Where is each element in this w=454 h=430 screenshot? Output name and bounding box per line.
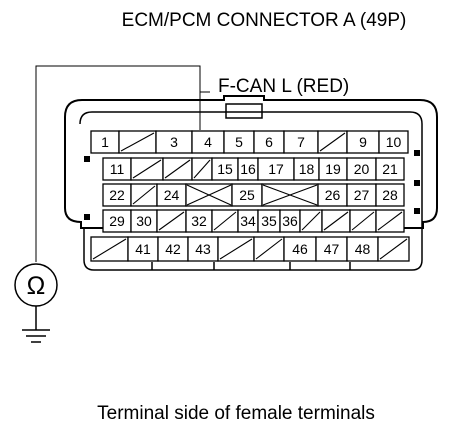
terminal-label: 3 [170, 134, 178, 150]
terminal-36: 36 [279, 209, 301, 233]
cross-line [262, 184, 318, 206]
terminal-25: 25 [231, 183, 263, 207]
terminal-label: 42 [165, 241, 181, 257]
terminal-label: 36 [282, 213, 298, 229]
terminal-46: 46 [283, 236, 317, 262]
probe-wire [35, 65, 210, 262]
terminal-3: 3 [155, 130, 193, 154]
terminal-11: 11 [102, 157, 132, 181]
terminal-30: 30 [130, 209, 158, 233]
terminal-label: 26 [325, 187, 341, 203]
terminal-17: 17 [257, 157, 295, 181]
terminal-15: 15 [211, 157, 239, 181]
terminal-6: 6 [253, 130, 285, 154]
terminal-empty [90, 236, 129, 262]
terminal-empty [253, 236, 285, 262]
terminal-label: 9 [359, 134, 367, 150]
terminal-label: 24 [164, 187, 180, 203]
terminal-empty [349, 209, 377, 233]
terminal-empty [377, 236, 410, 262]
terminal-27: 27 [346, 183, 377, 207]
terminal-label: 6 [265, 134, 273, 150]
terminal-label: 7 [297, 134, 305, 150]
terminal-20: 20 [346, 157, 377, 181]
terminal-label: 21 [382, 161, 398, 177]
terminal-7: 7 [283, 130, 319, 154]
terminal-26: 26 [317, 183, 348, 207]
terminal-label: 19 [325, 161, 341, 177]
diagram-title: ECM/PCM CONNECTOR A (49P) [122, 10, 407, 31]
terminal-label: 16 [240, 161, 256, 177]
terminal-42: 42 [157, 236, 189, 262]
terminal-empty [162, 157, 193, 181]
terminal-label: 22 [109, 187, 125, 203]
terminal-label: 4 [204, 134, 212, 150]
terminal-35: 35 [257, 209, 281, 233]
terminal-29: 29 [102, 209, 132, 233]
terminal-empty [130, 157, 164, 181]
caption: Terminal side of female terminals [97, 403, 375, 424]
terminal-label: 41 [135, 241, 151, 257]
connector-housing [64, 95, 438, 271]
terminal-label: 30 [136, 213, 152, 229]
terminal-label: 20 [354, 161, 370, 177]
terminal-empty [375, 209, 405, 233]
ground-icon [22, 306, 50, 343]
pin-label: F-CAN L (RED) [218, 76, 349, 97]
side-keys [84, 150, 420, 220]
terminal-label: 11 [110, 161, 125, 177]
ohmmeter-icon: Ω [14, 263, 58, 307]
terminal-32: 32 [185, 209, 213, 233]
terminal-28: 28 [375, 183, 405, 207]
terminal-empty [191, 157, 213, 181]
terminal-16: 16 [237, 157, 259, 181]
terminal-label: 5 [235, 134, 243, 150]
terminal-label: 48 [355, 241, 371, 257]
terminal-empty [217, 236, 255, 262]
terminal-empty [156, 209, 187, 233]
terminal-9: 9 [346, 130, 380, 154]
terminal-empty [118, 130, 157, 154]
terminal-label: 29 [109, 213, 125, 229]
terminal-label: 25 [239, 187, 255, 203]
terminal-empty [299, 209, 323, 233]
terminal-label: 43 [195, 241, 211, 257]
terminal-label: 1 [101, 134, 109, 150]
terminal-41: 41 [127, 236, 159, 262]
terminal-4: 4 [191, 130, 225, 154]
terminal-21: 21 [375, 157, 405, 181]
terminal-5: 5 [223, 130, 255, 154]
cross-line [186, 184, 232, 206]
terminal-24: 24 [156, 183, 187, 207]
terminal-43: 43 [187, 236, 219, 262]
terminal-label: 47 [324, 241, 340, 257]
terminal-label: 17 [268, 161, 284, 177]
terminal-10: 10 [378, 130, 409, 154]
terminal-label: 46 [292, 241, 308, 257]
terminal-label: 18 [299, 161, 315, 177]
terminal-label: 35 [261, 213, 277, 229]
terminal-empty [130, 183, 158, 207]
terminal-label: 28 [382, 187, 398, 203]
terminal-47: 47 [315, 236, 348, 262]
terminal-label: 34 [240, 213, 256, 229]
terminal-empty [317, 130, 348, 154]
terminal-18: 18 [293, 157, 320, 181]
terminal-empty [321, 209, 351, 233]
terminal-34: 34 [237, 209, 259, 233]
terminal-19: 19 [318, 157, 348, 181]
terminal-empty [211, 209, 239, 233]
terminal-label: 15 [217, 161, 233, 177]
terminal-label: 32 [191, 213, 207, 229]
terminal-label: 27 [354, 187, 370, 203]
meter-symbol: Ω [27, 272, 46, 300]
terminal-1: 1 [90, 130, 120, 154]
terminal-label: 10 [386, 134, 402, 150]
terminal-22: 22 [102, 183, 132, 207]
terminal-48: 48 [346, 236, 379, 262]
